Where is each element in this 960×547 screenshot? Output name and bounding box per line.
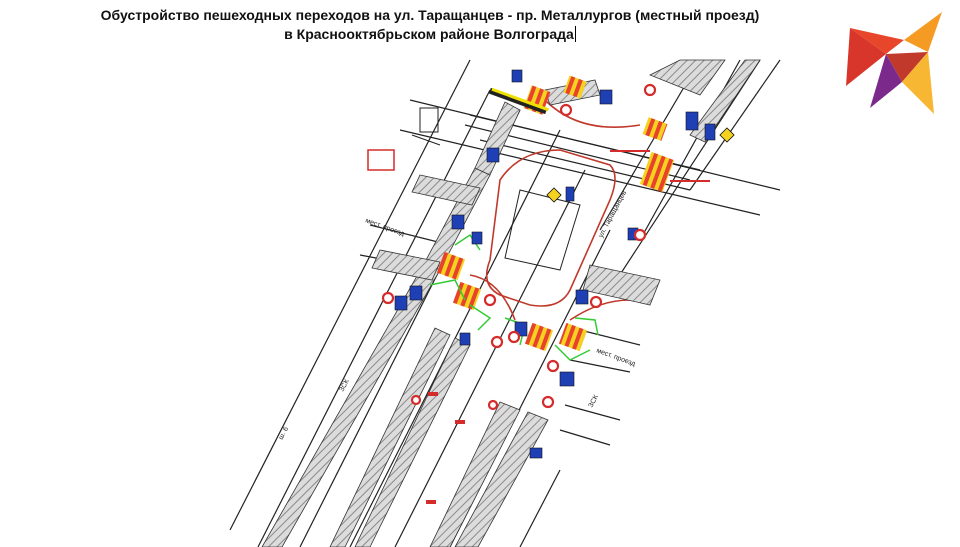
curb-line (544, 99, 641, 128)
sign-diamond (719, 127, 735, 143)
cross-road-line (564, 404, 621, 421)
road-edge-line (257, 89, 491, 547)
island-outline (485, 149, 616, 307)
sign-blue (471, 231, 483, 245)
label-width-mark: ш. 6 (278, 426, 291, 441)
title-line-2: в Краснооктябрьском районе Волгограда (284, 26, 576, 42)
sidewalk (411, 174, 481, 206)
sign-red (643, 83, 657, 97)
yellow-line (491, 87, 549, 112)
sidewalk (454, 411, 549, 547)
sidewalk (582, 264, 661, 306)
crosswalk (436, 251, 466, 281)
sidewalks (261, 59, 761, 547)
sidewalk (429, 401, 521, 547)
structure-line (411, 134, 441, 146)
cross-road-line (569, 359, 631, 373)
sign-diamond (546, 187, 562, 203)
crosswalk (642, 117, 668, 141)
sign-red (507, 330, 521, 344)
sidewalk (689, 59, 761, 143)
logo-wing-top (850, 28, 904, 54)
sidewalk (649, 59, 726, 96)
road-edge-line (609, 59, 761, 291)
sign-blue (459, 332, 471, 346)
curb-ramp (429, 279, 466, 301)
sidewalk (329, 327, 451, 547)
marker-box (367, 149, 395, 171)
sign-red (633, 228, 647, 242)
island-inner (504, 189, 581, 271)
marker (670, 180, 710, 182)
marker (428, 392, 438, 396)
sign-blue (394, 295, 408, 311)
crosswalk (563, 75, 587, 99)
label-local-road-a: мест. проезд (364, 217, 405, 238)
structure (419, 107, 439, 133)
road-edge-line (689, 59, 781, 191)
sign-red (487, 399, 499, 411)
sign-red (546, 359, 560, 373)
label-local-road-b: мест. проезд (595, 347, 636, 368)
sign-blue (409, 285, 423, 301)
road-signs (394, 69, 716, 459)
sign-blue (599, 89, 613, 105)
label-zone-mark: ЗСК (588, 393, 601, 409)
curb-ramp (469, 304, 492, 331)
sign-blue (704, 123, 716, 141)
bird-logo-icon (846, 12, 942, 114)
curb-line (469, 274, 516, 321)
title-line-1: Обустройство пешеходных переходов на ул.… (100, 7, 760, 23)
sign-blue (529, 447, 543, 459)
logo-tail (870, 54, 902, 108)
road-edge-line (519, 469, 561, 547)
label-street: ул. Таращанцев (598, 189, 629, 238)
sign-red (410, 394, 422, 406)
logo-body (886, 52, 928, 82)
sign-red (541, 395, 555, 409)
sign-blue (559, 371, 575, 387)
logo-head (904, 12, 942, 52)
title-block: Обустройство пешеходных переходов на ул.… (0, 6, 860, 44)
detail-object (411, 107, 441, 146)
crosswalk (452, 281, 482, 311)
crosswalk (558, 322, 588, 352)
cross-road-line (559, 429, 611, 446)
curb-ramp (574, 317, 599, 336)
marker (426, 500, 436, 504)
road-edge-line (229, 59, 471, 531)
marker (610, 150, 650, 152)
curb-ramp (454, 233, 481, 251)
cross-road-line (579, 329, 641, 346)
curb-ramp (554, 344, 591, 361)
logo-wing-left (846, 28, 886, 86)
sign-blue (511, 69, 523, 83)
text-cursor (574, 26, 576, 42)
sidewalk (371, 249, 441, 281)
sign-blue (685, 111, 699, 131)
crosswalks (436, 75, 675, 352)
label-side-mark: 3СК (339, 377, 352, 393)
road-lane-line (394, 169, 586, 547)
sign-blue (575, 289, 589, 305)
sign-red (559, 103, 573, 117)
sign-red (589, 295, 603, 309)
sign-red (381, 291, 395, 305)
cross-road-line (399, 129, 761, 216)
red-markers (367, 149, 710, 504)
marker (455, 420, 465, 424)
sign-blue (486, 147, 500, 163)
crosswalk (524, 322, 554, 352)
sign-red (483, 293, 497, 307)
sign-blue (565, 186, 575, 202)
prohibition-signs (381, 83, 657, 411)
priority-signs (546, 127, 735, 203)
sign-red (490, 335, 504, 349)
sign-blue (451, 214, 465, 230)
sidewalk (474, 101, 521, 176)
logo-wing-bottom (902, 52, 934, 114)
crosswalk (639, 151, 675, 193)
